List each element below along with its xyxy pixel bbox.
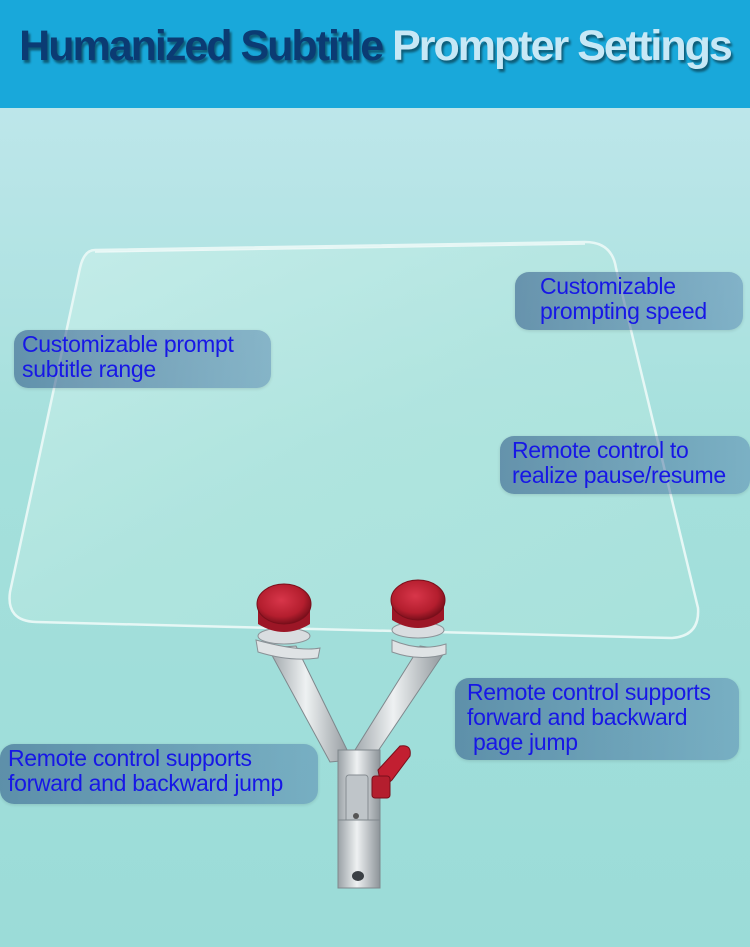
header-banner: Humanized Subtitle Prompter Settings [0,0,750,108]
mount-bracket [255,639,447,889]
callout-page-jump-line-2: forward and backward [467,704,688,730]
title-part-2: Prompter Settings [392,22,733,70]
callout-page-jump-line-3: page jump [473,729,578,755]
left-knob [256,583,312,645]
callout-speed-line-1: Customizable [540,273,676,299]
callout-jump-line-1: Remote control supports [8,745,252,771]
callout-pause-resume: Remote control to realize pause/resume [500,436,750,494]
callout-page-jump-line-1: Remote control supports [467,679,711,705]
callout-pause-line-2: realize pause/resume [512,462,726,488]
callout-prompting-speed: Customizable prompting speed [515,272,743,330]
callout-subtitle-range: Customizable prompt subtitle range [14,330,271,388]
callout-speed-line-2: prompting speed [540,298,707,324]
callout-page-jump: Remote control supports forward and back… [455,678,739,760]
callout-jump-line-2: forward and backward jump [8,770,284,796]
callout-range-line-1: Customizable prompt [22,331,234,357]
callout-range-line-2: subtitle range [22,356,156,382]
callout-jump: Remote control supports forward and back… [0,744,318,804]
callout-pause-line-1: Remote control to [512,437,689,463]
title-part-1: Humanized Subtitle [19,22,384,70]
page-title: Humanized Subtitle Prompter Settings [0,22,750,71]
right-knob [390,579,446,639]
